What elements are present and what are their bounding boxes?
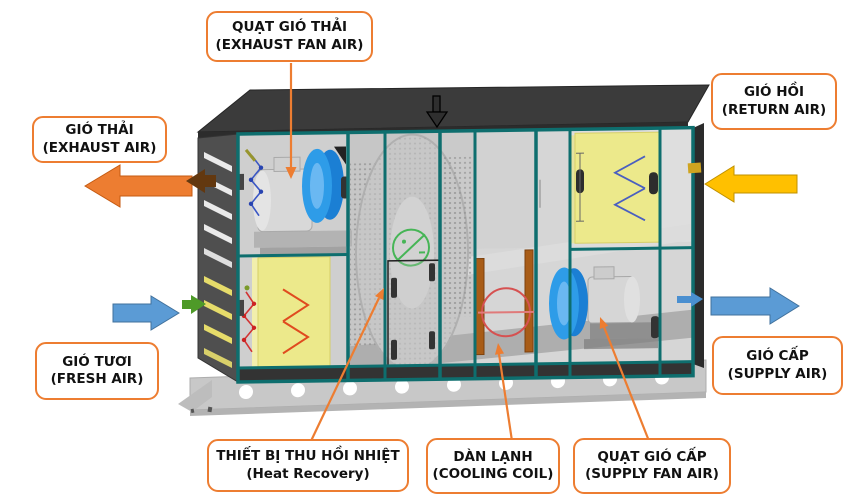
left-louver-panel	[197, 133, 239, 383]
right-side-panel	[693, 123, 704, 368]
return-air-arrow	[704, 165, 798, 203]
leader-heat-recovery	[310, 288, 384, 442]
callout-fresh-air-en: (FRESH AIR)	[50, 371, 144, 387]
cooling-coil-symbol-icon	[478, 287, 536, 338]
leader-supply-fan	[599, 317, 651, 442]
callout-supply-air: GIÓ CẤP (SUPPLY AIR)	[712, 336, 843, 395]
supply-air-arrow	[710, 287, 800, 325]
callout-exhaust-fan: QUẠT GIÓ THẢI (EXHAUST FAN AIR)	[206, 11, 373, 62]
fresh-port-arrow	[182, 295, 206, 314]
heat-wheel-symbol-icon	[392, 228, 430, 267]
callout-heat-recovery-vi: THIẾT BỊ THU HỒI NHIỆT	[216, 448, 400, 465]
fresh-air-filter	[252, 256, 331, 375]
callout-supply-air-en: (SUPPLY AIR)	[727, 365, 828, 382]
leader-exhaust-fan	[285, 63, 297, 179]
supply-port-arrow	[677, 292, 703, 307]
callout-cooling-coil-en: (COOLING COIL)	[432, 466, 554, 482]
callout-heat-recovery-en: (Heat Recovery)	[246, 465, 370, 482]
front-face	[236, 125, 695, 384]
callout-exhaust-fan-en: (EXHAUST FAN AIR)	[215, 36, 364, 53]
callout-cooling-coil: DÀN LẠNH (COOLING COIL)	[426, 438, 560, 494]
roof-vent-arrow-icon	[425, 95, 449, 129]
leader-cooling-coil	[495, 343, 514, 442]
callout-cooling-coil-vi: DÀN LẠNH	[453, 448, 533, 465]
callout-exhaust-air-en: (EXHAUST AIR)	[42, 139, 157, 156]
base-left-bevel	[178, 380, 212, 412]
callout-supply-air-vi: GIÓ CẤP	[746, 348, 809, 365]
callout-supply-fan-en: (SUPPLY FAN AIR)	[585, 466, 719, 482]
return-port	[687, 162, 702, 174]
coil-mesh	[443, 156, 472, 318]
callout-return-air-vi: GIÓ HỒI	[743, 84, 805, 101]
callout-exhaust-air-vi: GIÓ THẢI	[65, 122, 134, 139]
exhaust-port-arrow	[186, 169, 216, 193]
callout-exhaust-air: GIÓ THẢI (EXHAUST AIR)	[32, 116, 167, 163]
frame-mullions	[236, 125, 695, 384]
base-marking	[190, 406, 213, 414]
callout-heat-recovery: THIẾT BỊ THU HỒI NHIỆT (Heat Recovery)	[207, 439, 409, 492]
fresh-air-arrow	[112, 295, 180, 331]
inspection-door	[387, 259, 441, 374]
cooling-coil	[475, 249, 536, 356]
callout-return-air: GIÓ HỒI (RETURN AIR)	[711, 73, 837, 130]
exhaust-fan-impeller	[302, 148, 344, 223]
callout-exhaust-fan-vi: QUẠT GIÓ THẢI	[231, 19, 348, 36]
exhaust-air-arrow	[84, 164, 193, 208]
callout-supply-fan-vi: QUẠT GIÓ CẤP	[597, 448, 707, 465]
callout-return-air-en: (RETURN AIR)	[721, 101, 827, 118]
return-air-filter	[539, 131, 661, 244]
callout-fresh-air-vi: GIÓ TƯƠI	[62, 353, 132, 370]
callout-fresh-air: GIÓ TƯƠI (FRESH AIR)	[35, 342, 159, 400]
callout-supply-fan: QUẠT GIÓ CẤP (SUPPLY FAN AIR)	[573, 438, 731, 494]
